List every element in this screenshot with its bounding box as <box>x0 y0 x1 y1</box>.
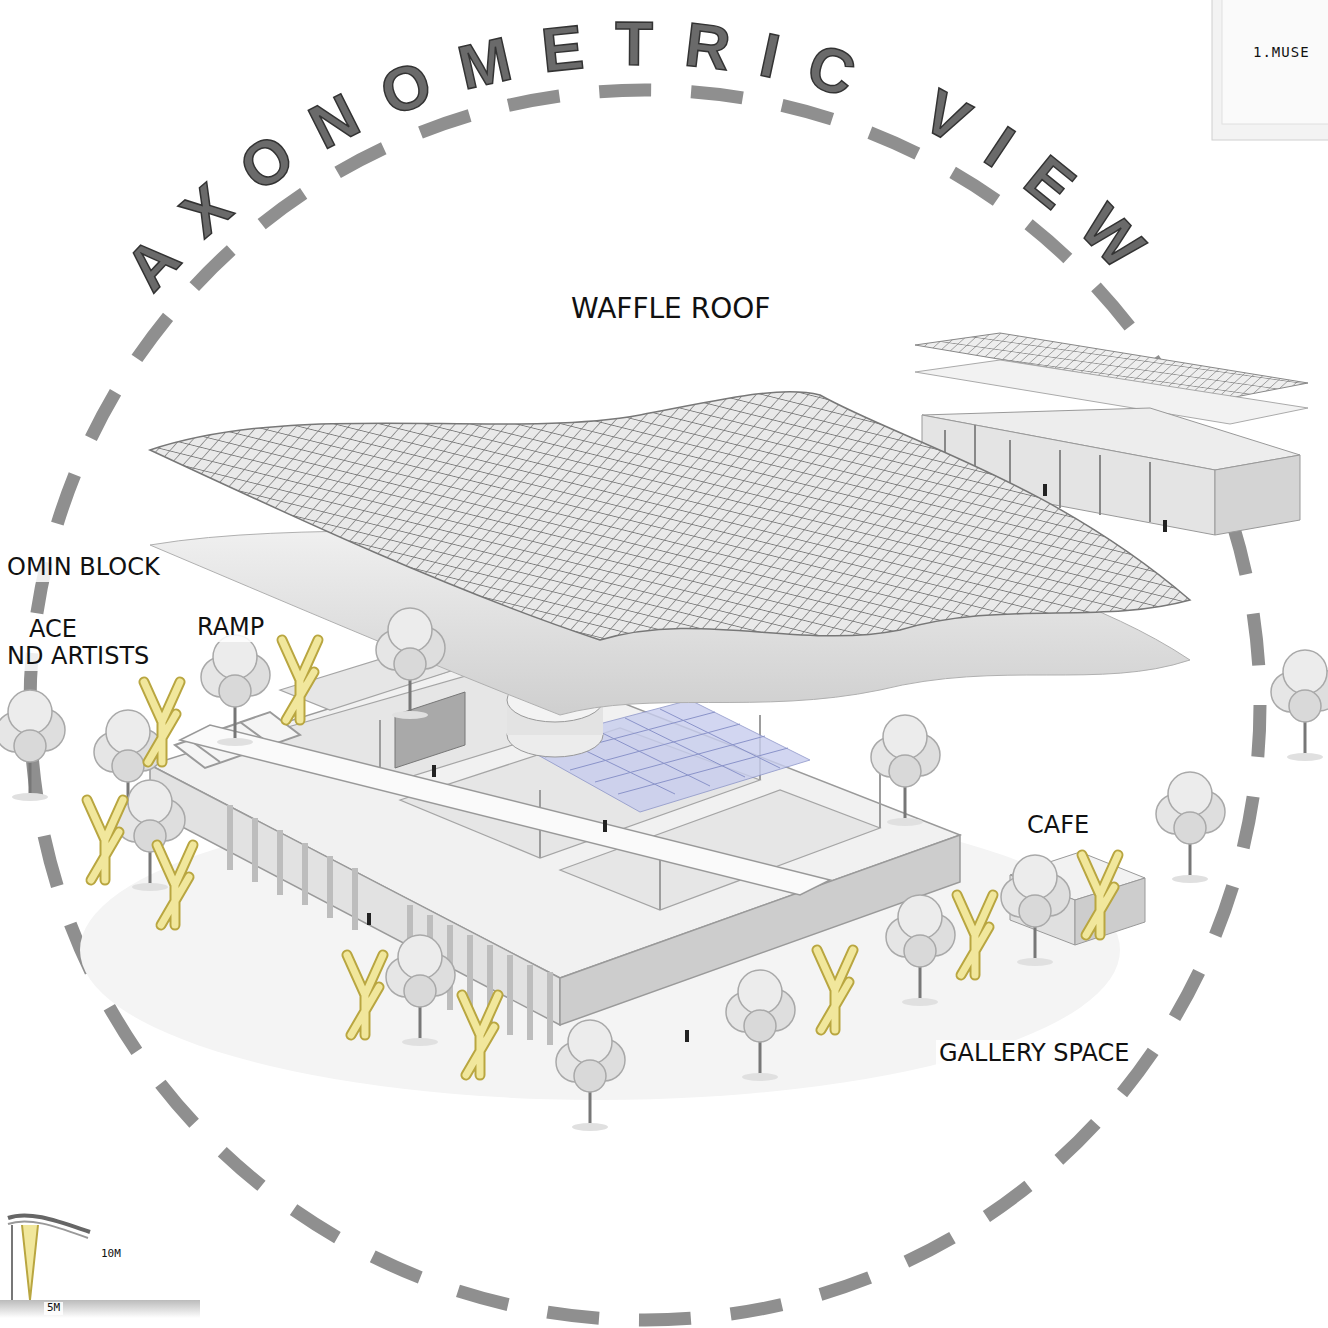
part-label: CAFE <box>1024 812 1092 840</box>
part-label: ACE <box>26 616 80 644</box>
part-label: 5M <box>44 1302 63 1315</box>
part-label: ND ARTISTS <box>4 643 152 671</box>
part-label: WAFFLE ROOF <box>568 293 773 325</box>
part-label: OMIN BLOCK <box>4 554 163 582</box>
part-label: RAMP <box>194 614 267 642</box>
part-label: 1.MUSE <box>1250 44 1313 60</box>
part-label: GALLERY SPACE <box>936 1040 1132 1068</box>
arc-title: AXONOMETRIC VIEW <box>112 9 1178 303</box>
part-label: 10M <box>98 1248 124 1261</box>
